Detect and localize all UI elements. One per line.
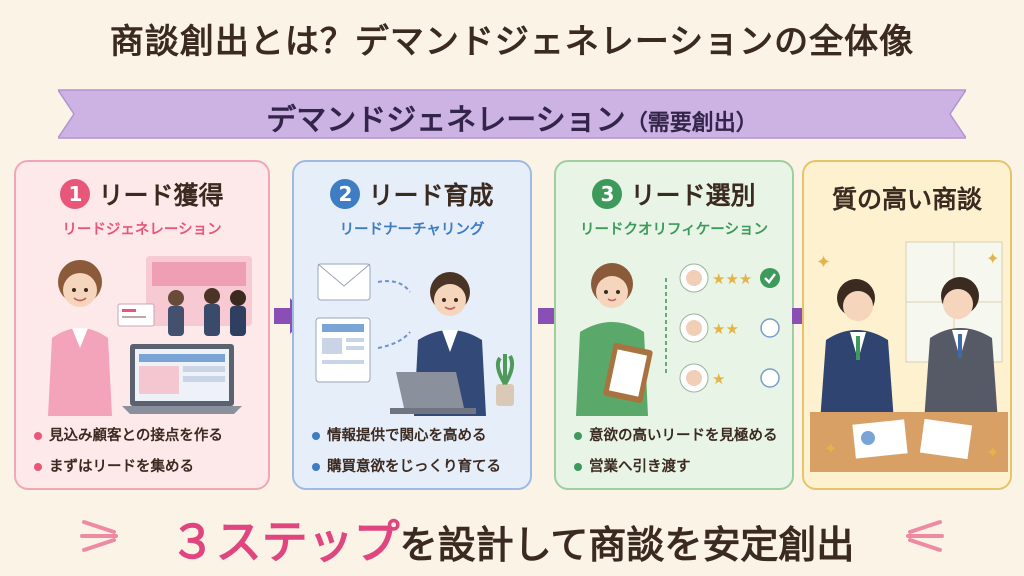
ribbon-shape	[58, 89, 966, 139]
footer-rest: を設計して商談を安定創出	[399, 523, 855, 567]
laptop-icon	[122, 344, 242, 414]
lead-qualification-illustration: ★★★ ★★ ★	[576, 263, 780, 416]
sparkle-icon: ✦	[824, 439, 837, 458]
lead-row-3: ★	[679, 363, 780, 393]
page-title: 商談創出とは？デマンドジェネレーションの全体像	[109, 22, 915, 62]
business-meeting-illustration: ✦ ✦ ✦ ✦	[810, 241, 1008, 472]
bullet-item: 情報提供で関心を高める	[312, 424, 501, 445]
check-icon	[760, 268, 780, 288]
sparkle-icon: ✦	[986, 443, 999, 462]
bullet-item: 営業へ引き渡す	[574, 455, 778, 476]
plant-icon	[495, 354, 515, 406]
lead-generation-illustration	[48, 256, 252, 416]
step-subtitle-1: リードジェネレーション	[62, 222, 222, 238]
lead-row-2: ★★	[679, 313, 780, 343]
document-icon	[315, 317, 371, 383]
sparkle-icon: ✦	[816, 252, 831, 273]
step-title-2: リード育成	[368, 181, 494, 210]
step-title-1: リード獲得	[98, 181, 224, 210]
banner-title: デマンドジェネレーション	[266, 103, 626, 138]
bullet-item: 購買意欲をじっくり育てる	[312, 455, 501, 476]
step-bullets-1: 見込み顧客との接点を作る まずはリードを集める	[34, 424, 223, 486]
final-card-title: 質の高い商談	[831, 185, 982, 214]
business-card-icon	[117, 303, 155, 327]
lead-row-1: ★★★	[679, 263, 780, 293]
laptop-icon	[390, 372, 476, 414]
decoration-lines-left	[80, 520, 118, 552]
final-card: 質の高い商談 ✦ ✦ ✦ ✦	[802, 160, 1012, 490]
star-icon: ★★★	[712, 270, 752, 288]
banner-ribbon: デマンドジェネレーション（需要創出）	[58, 84, 966, 144]
step-number-1: 1	[60, 179, 91, 209]
step-number-2: 2	[330, 179, 361, 209]
sparkle-icon: ✦	[986, 249, 999, 268]
lead-nurturing-illustration	[315, 263, 515, 416]
star-icon: ★★	[712, 320, 739, 338]
star-icon: ★	[712, 370, 725, 388]
email-icon	[317, 263, 371, 301]
clipboard-icon	[603, 342, 653, 404]
bullet-item: 意欲の高いリードを見極める	[574, 424, 778, 445]
step-subtitle-3: リードクオリフィケーション	[580, 222, 768, 238]
bullet-item: 見込み顧客との接点を作る	[34, 424, 223, 445]
footer-accent: ３ステップ	[169, 515, 400, 569]
step-bullets-2: 情報提供で関心を高める 購買意欲をじっくり育てる	[312, 424, 501, 486]
bullet-item: まずはリードを集める	[34, 455, 223, 476]
footer-tagline: ３ステップを設計して商談を安定創出	[0, 506, 1024, 572]
step-bullets-3: 意欲の高いリードを見極める 営業へ引き渡す	[574, 424, 778, 486]
banner-paren: （需要創出）	[625, 111, 758, 136]
step-title-3: リード選別	[630, 181, 756, 210]
step-number-3: 3	[592, 179, 623, 209]
decoration-lines-right	[906, 520, 944, 552]
step-subtitle-2: リードナーチャリング	[339, 222, 485, 238]
